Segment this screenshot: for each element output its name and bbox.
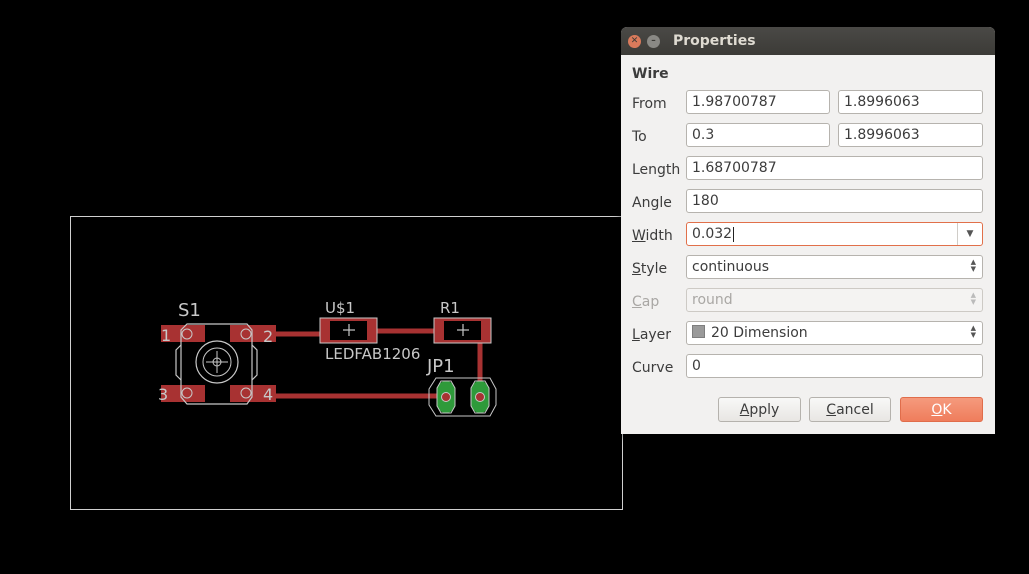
- dialog-title: Properties: [673, 33, 756, 49]
- properties-dialog: ✕ – Properties Wire From 1.98700787 1.89…: [621, 27, 995, 434]
- apply-label-rest: pply: [749, 402, 780, 418]
- width-combobox[interactable]: 0.032 ▼: [686, 222, 983, 246]
- width-label-rest: idth: [645, 228, 673, 244]
- curve-label: Curve: [632, 360, 674, 376]
- updown-arrows-icon: ▲▼: [970, 324, 976, 339]
- row-to: To 0.3 1.8996063: [632, 122, 983, 155]
- cap-value: round: [692, 292, 733, 308]
- updown-arrows-icon: ▲▼: [970, 258, 976, 273]
- style-label: Style: [632, 261, 687, 277]
- cap-select: round ▲▼: [686, 288, 983, 312]
- pin-3-label: 3: [158, 385, 168, 404]
- row-length: Length 1.68700787: [632, 155, 983, 188]
- pin-4-label: 4: [263, 385, 273, 404]
- row-curve: Curve 0: [632, 353, 983, 386]
- connector-jp1[interactable]: JP1: [426, 356, 497, 417]
- cap-label-rest: ap: [641, 294, 660, 310]
- updown-arrows-icon: ▲▼: [970, 291, 976, 306]
- length-input[interactable]: 1.68700787: [686, 156, 983, 180]
- switch-s1[interactable]: S1 1 2 3 4: [158, 300, 276, 405]
- ok-mnemonic: O: [931, 402, 943, 418]
- cancel-button[interactable]: Cancel: [809, 397, 891, 422]
- row-width: Width 0.032 ▼: [632, 221, 983, 254]
- to-x-input[interactable]: 0.3: [686, 123, 830, 147]
- cap-mnemonic: C: [632, 294, 642, 310]
- row-style: Style continuous ▲▼: [632, 254, 983, 287]
- angle-input[interactable]: 180: [686, 189, 983, 213]
- cap-label: Cap: [632, 294, 687, 310]
- dialog-titlebar[interactable]: ✕ – Properties: [621, 27, 995, 55]
- layer-select[interactable]: 20 Dimension ▲▼: [686, 321, 983, 345]
- label-ledfab: LEDFAB1206: [325, 345, 420, 363]
- chevron-down-icon[interactable]: ▼: [957, 223, 982, 245]
- layer-label-rest: ayer: [639, 327, 672, 343]
- length-label: Length: [632, 162, 681, 178]
- close-icon[interactable]: ✕: [628, 34, 641, 48]
- apply-button[interactable]: Apply: [718, 397, 801, 422]
- label-s1: S1: [178, 300, 201, 321]
- from-x-input[interactable]: 1.98700787: [686, 90, 830, 114]
- from-y-input[interactable]: 1.8996063: [838, 90, 983, 114]
- from-label: From: [632, 96, 667, 112]
- row-angle: Angle 180: [632, 188, 983, 221]
- label-r1: R1: [440, 299, 460, 317]
- to-label: To: [632, 129, 647, 145]
- row-from: From 1.98700787 1.8996063: [632, 89, 983, 122]
- cancel-label-rest: ancel: [836, 402, 874, 418]
- layer-label: Layer: [632, 327, 687, 343]
- curve-input[interactable]: 0: [686, 354, 983, 378]
- width-label: Width: [632, 228, 687, 244]
- style-label-rest: tyle: [640, 261, 668, 277]
- label-jp1: JP1: [426, 356, 455, 377]
- ok-label-rest: K: [942, 402, 952, 418]
- minimize-icon[interactable]: –: [647, 34, 660, 48]
- ok-button[interactable]: OK: [900, 397, 983, 422]
- dialog-buttons: Apply Cancel OK: [621, 397, 995, 423]
- cancel-mnemonic: C: [826, 402, 837, 418]
- section-wire: Wire: [632, 66, 669, 82]
- board-outline: [70, 216, 623, 510]
- row-cap: Cap round ▲▼: [632, 287, 983, 320]
- led-u1[interactable]: U$1 LEDFAB1206: [319, 299, 420, 363]
- pin-2-label: 2: [263, 327, 273, 346]
- layer-color-swatch: [692, 325, 705, 338]
- resistor-r1[interactable]: R1: [433, 299, 492, 344]
- layer-value: 20 Dimension: [711, 325, 808, 341]
- width-mnemonic: W: [632, 228, 646, 244]
- angle-label: Angle: [632, 195, 672, 211]
- label-u1: U$1: [325, 299, 355, 317]
- text-caret: [733, 226, 735, 242]
- layer-mnemonic: L: [632, 327, 640, 343]
- row-layer: Layer 20 Dimension ▲▼: [632, 320, 983, 353]
- style-select[interactable]: continuous ▲▼: [686, 255, 983, 279]
- apply-mnemonic: A: [739, 402, 750, 418]
- style-mnemonic: S: [632, 261, 641, 277]
- width-input[interactable]: 0.032: [692, 226, 733, 242]
- style-value: continuous: [692, 259, 769, 275]
- to-y-input[interactable]: 1.8996063: [838, 123, 983, 147]
- pin-1-label: 1: [161, 326, 171, 345]
